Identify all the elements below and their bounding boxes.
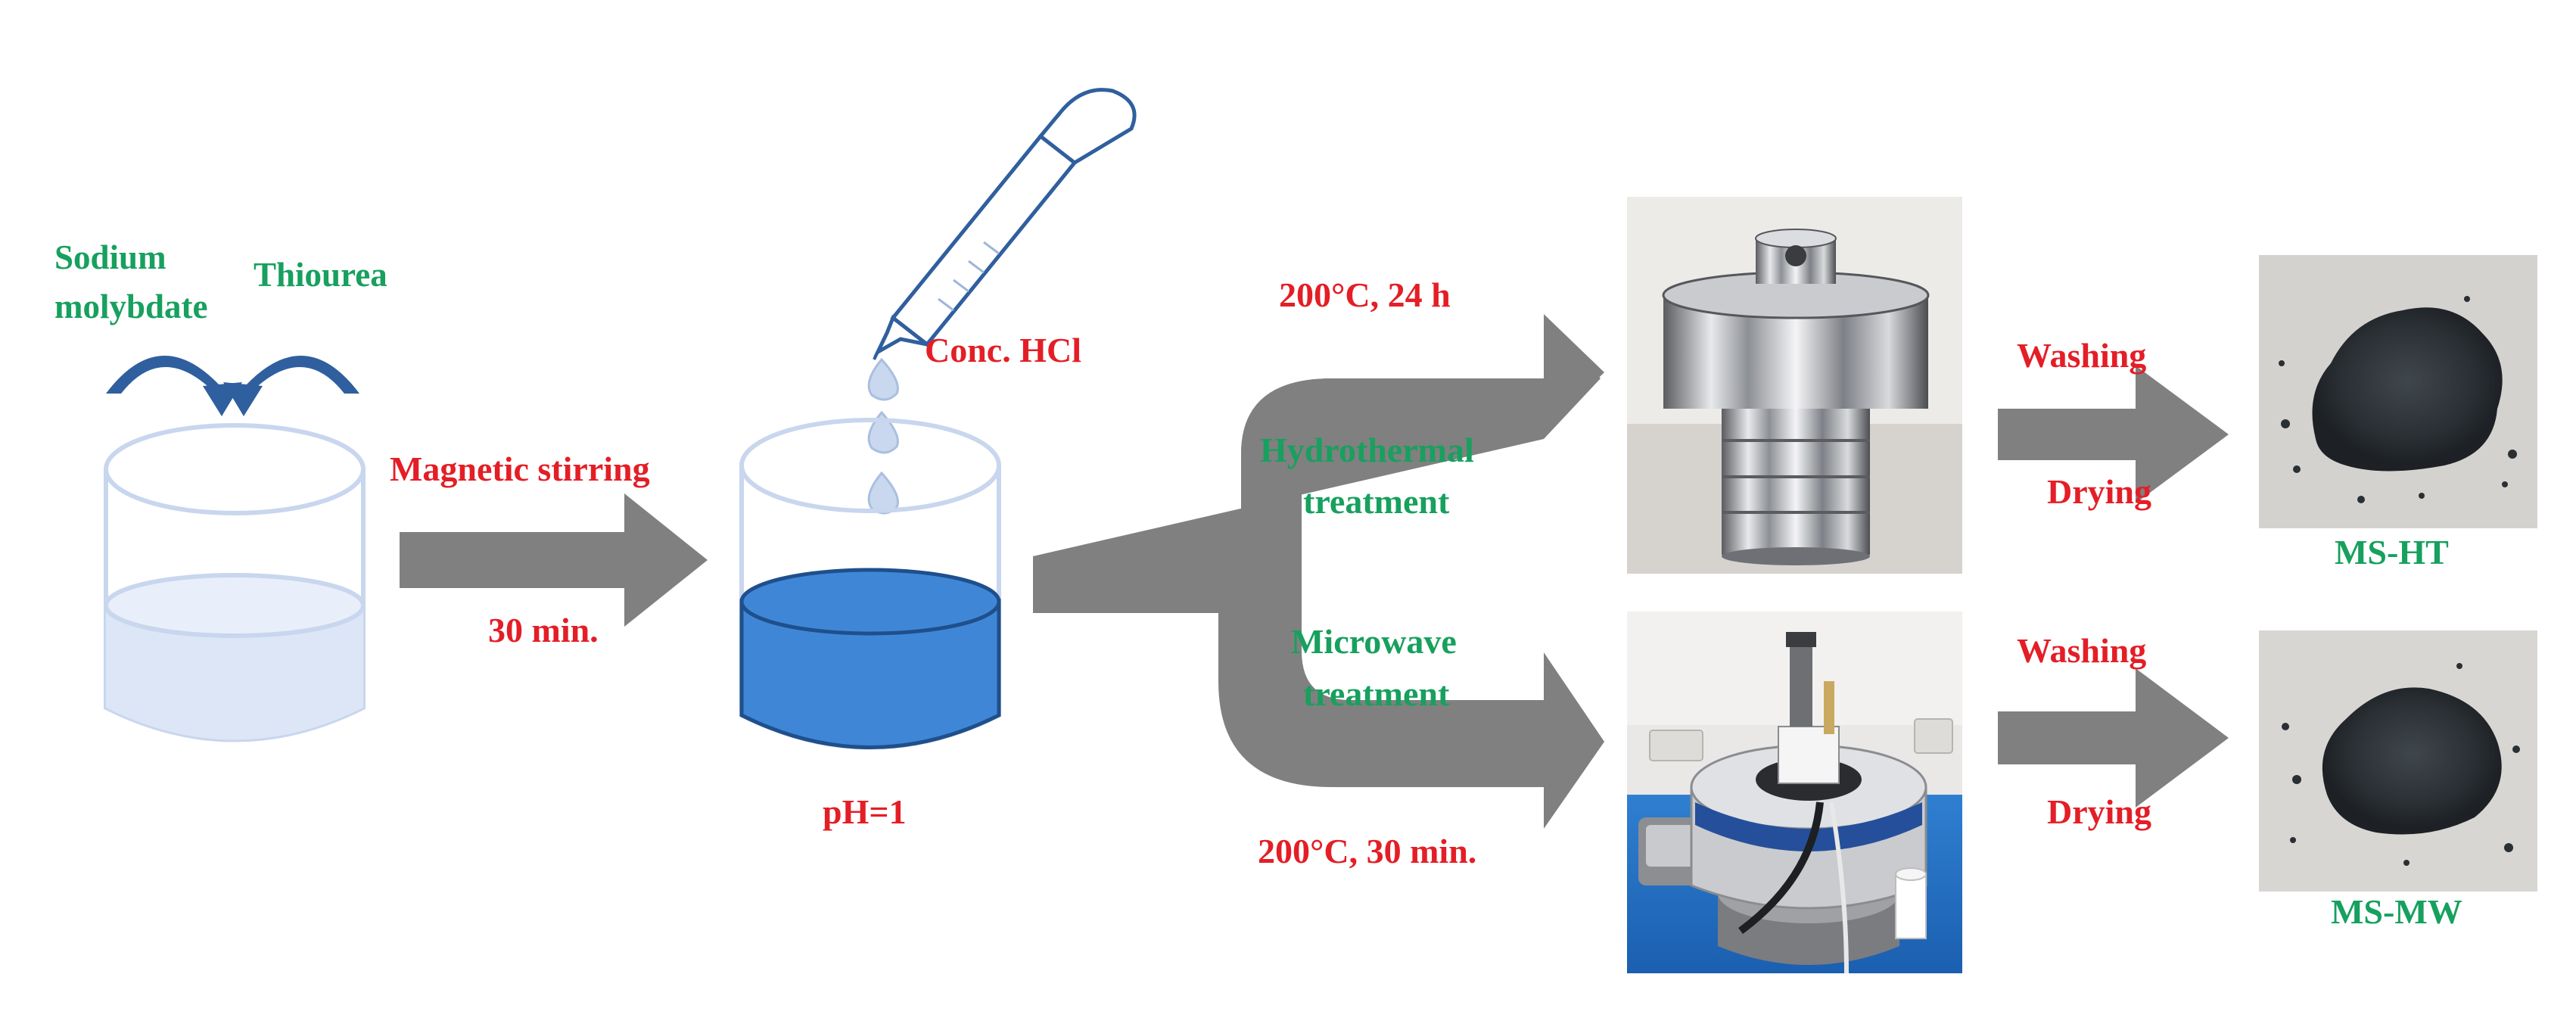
stirring-arrow <box>400 493 708 627</box>
sodium-molybdate-label: Sodium <box>54 238 166 276</box>
hcl-label: Conc. HCl <box>925 331 1081 369</box>
ms-ht-powder-photo <box>2259 255 2537 528</box>
microwave-label-line1: Microwave <box>1291 622 1457 661</box>
stirring-time-label: 30 min. <box>488 611 599 649</box>
microwave-drying-label: Drying <box>2047 792 2151 831</box>
microwave-washing-arrow <box>1998 668 2229 808</box>
hydrothermal-label-line1: Hydrothermal <box>1260 431 1474 469</box>
hydrothermal-condition-label: 200°C, 24 h <box>1279 275 1451 314</box>
microwave-washing-label: Washing <box>2017 631 2146 670</box>
ms-ht-label: MS-HT <box>2335 533 2449 571</box>
stirring-label: Magnetic stirring <box>390 450 650 488</box>
hydrothermal-drying-label: Drying <box>2047 472 2151 511</box>
ms-mw-label: MS-MW <box>2331 892 2462 931</box>
ms-mw-powder-photo <box>2259 630 2537 892</box>
acid-drops <box>867 357 899 515</box>
microwave-condition-label: 200°C, 30 min. <box>1258 832 1476 870</box>
microwave-reactor-photo <box>1627 612 1962 974</box>
microwave-label-line2: treatment <box>1303 674 1450 713</box>
sodium-molybdate-arrow <box>106 356 242 416</box>
branching-arrow <box>1033 314 1604 829</box>
pipette-icon <box>873 88 1137 360</box>
ph-label: pH=1 <box>823 792 907 831</box>
thiourea-label: Thiourea <box>254 256 387 294</box>
beaker-acidified <box>739 418 1001 750</box>
thiourea-arrow <box>223 356 359 416</box>
hydrothermal-washing-label: Washing <box>2017 336 2146 375</box>
beaker-reactants <box>104 423 366 742</box>
autoclave-photo <box>1627 197 1962 574</box>
sodium-molybdate-label-line2: molybdate <box>54 288 208 325</box>
hydrothermal-label-line2: treatment <box>1303 482 1450 521</box>
hydrothermal-washing-arrow <box>1998 366 2229 503</box>
